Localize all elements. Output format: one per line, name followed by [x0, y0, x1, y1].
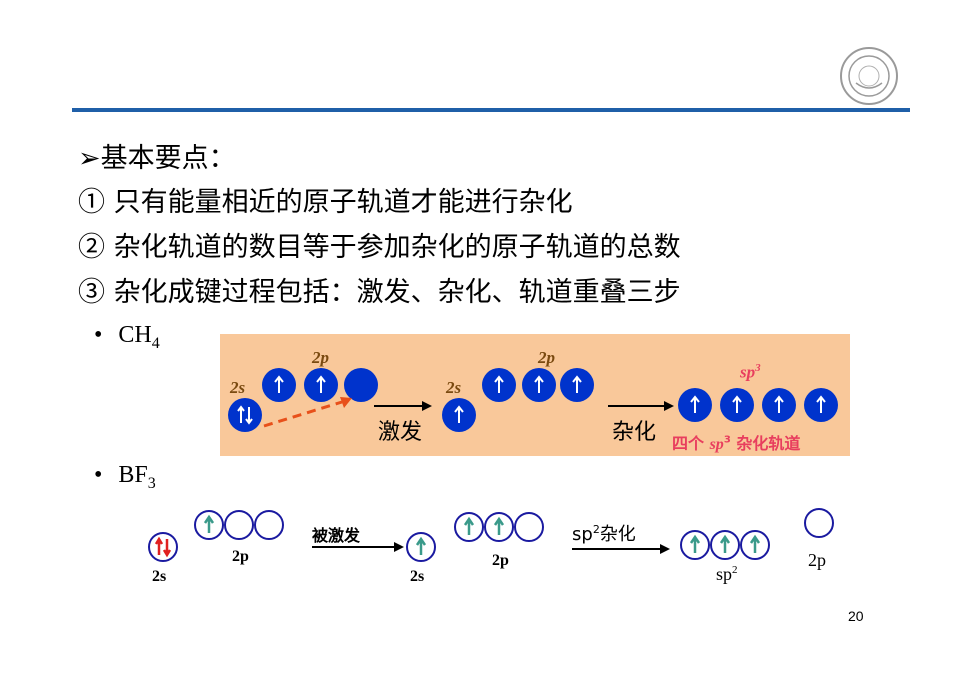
university-seal-icon: [838, 45, 900, 107]
label-2s-excited: 2s: [446, 378, 462, 397]
orbital-sp3-1: [678, 388, 712, 422]
bf3-step2-sup: 2: [592, 523, 600, 536]
bf3-orbital-2s-single: [406, 532, 436, 562]
bf3-orbital-sp2-2: [710, 530, 740, 560]
bf3-arrow-excitation: [312, 542, 404, 552]
bf3-orbital-sp2-1: [680, 530, 710, 560]
orbital-2p-excited-1: [482, 368, 516, 402]
sp3-caption-b: sp: [709, 436, 724, 453]
bf3-label-2p-ground: 2p: [232, 548, 249, 565]
orbital-2p-excited-2: [522, 368, 556, 402]
bf3-orbital-2p-excited-2: [484, 512, 514, 542]
bullet-dot: •: [94, 322, 103, 348]
orbital-2p-excited-3: [560, 368, 594, 402]
bf3-label-sp2: sp2: [716, 564, 738, 585]
bf3-label-2s-excited: 2s: [410, 568, 425, 585]
bf3-label-2p-excited: 2p: [492, 552, 509, 569]
bf3-hybridization-diagram: 2s 2p 被激发 2s 2p sp2杂化 sp2 2p: [140, 500, 870, 600]
heading-key-points: ➢基本要点：: [78, 143, 236, 174]
bf3-step2-base: sp: [572, 524, 593, 545]
bf3-orbital-2p-excited-1: [454, 512, 484, 542]
bullet-dot-bf3: •: [94, 462, 103, 488]
orbital-sp3-2: [720, 388, 754, 422]
point-3: ③ 杂化成键过程包括：激发、杂化、轨道重叠三步: [78, 277, 681, 308]
arrow-excitation: [374, 401, 432, 411]
bf3-orbital-2p-1: [194, 510, 224, 540]
ch4-formula-sub: 4: [151, 334, 160, 352]
arrow-hybridization: [608, 401, 674, 411]
sp3-caption: 四个 sp3 杂化轨道: [672, 430, 800, 454]
bf3-label-2p-remaining: 2p: [808, 550, 826, 570]
bf3-bullet: • BF3: [94, 462, 156, 493]
label-hybridization: 杂化: [612, 420, 657, 445]
ch4-hybridization-diagram: 2p 2s 激发 2p 2s 杂化 sp3: [220, 334, 850, 456]
label-sp3-sup: 3: [755, 362, 761, 374]
bf3-arrow-hybridization: [572, 544, 670, 554]
bf3-orbital-2p-2: [224, 510, 254, 540]
orbital-sp3-3: [762, 388, 796, 422]
orbital-sp3-4: [804, 388, 838, 422]
bf3-orbital-2s-paired: [148, 532, 178, 562]
label-2p-ground: 2p: [312, 348, 329, 367]
label-sp3-base: sp: [740, 362, 756, 382]
label-2p-excited: 2p: [538, 348, 555, 367]
page-number: 20: [848, 608, 864, 624]
header-rule: [72, 108, 910, 112]
bf3-orbital-2p-3: [254, 510, 284, 540]
bf3-formula-main: BF: [118, 462, 148, 488]
orbital-2s-paired: [228, 398, 262, 432]
ch4-formula: CH4: [118, 322, 159, 352]
promotion-dashed-arrow: [263, 397, 352, 428]
orbital-2p-empty: [344, 368, 378, 402]
orbital-2p-1: [262, 368, 296, 402]
bf3-orbital-2p-excited-3: [514, 512, 544, 542]
bf3-orbital-sp2-3: [740, 530, 770, 560]
orbital-2s-single: [442, 398, 476, 432]
ch4-bullet: • CH4: [94, 322, 160, 353]
bf3-step2-tail: 杂化: [599, 524, 636, 545]
bf3-label-sp2-hybridization: sp2杂化: [572, 520, 636, 546]
sp3-caption-a: 四个: [672, 434, 710, 453]
bf3-formula: BF3: [118, 462, 155, 492]
point-2: ② 杂化轨道的数目等于参加杂化的原子轨道的总数: [78, 232, 681, 263]
label-excitation: 激发: [378, 420, 423, 445]
bf3-label-sp2-base: sp: [716, 564, 733, 584]
bf3-label-excited: 被激发: [312, 526, 361, 545]
label-sp3: sp3: [740, 362, 761, 383]
sp3-caption-c: 杂化轨道: [730, 434, 801, 453]
label-2s-ground: 2s: [230, 378, 246, 397]
bf3-label-sp2-sup: 2: [732, 564, 738, 576]
sp3-caption-sup: 3: [723, 434, 731, 446]
point-1: ① 只有能量相近的原子轨道才能进行杂化: [78, 187, 573, 218]
bf3-label-2s-ground: 2s: [152, 568, 167, 585]
bf3-formula-sub: 3: [147, 474, 156, 492]
ch4-formula-main: CH: [118, 322, 152, 348]
orbital-2p-2: [304, 368, 338, 402]
bf3-orbital-2p-remaining: [804, 508, 834, 538]
